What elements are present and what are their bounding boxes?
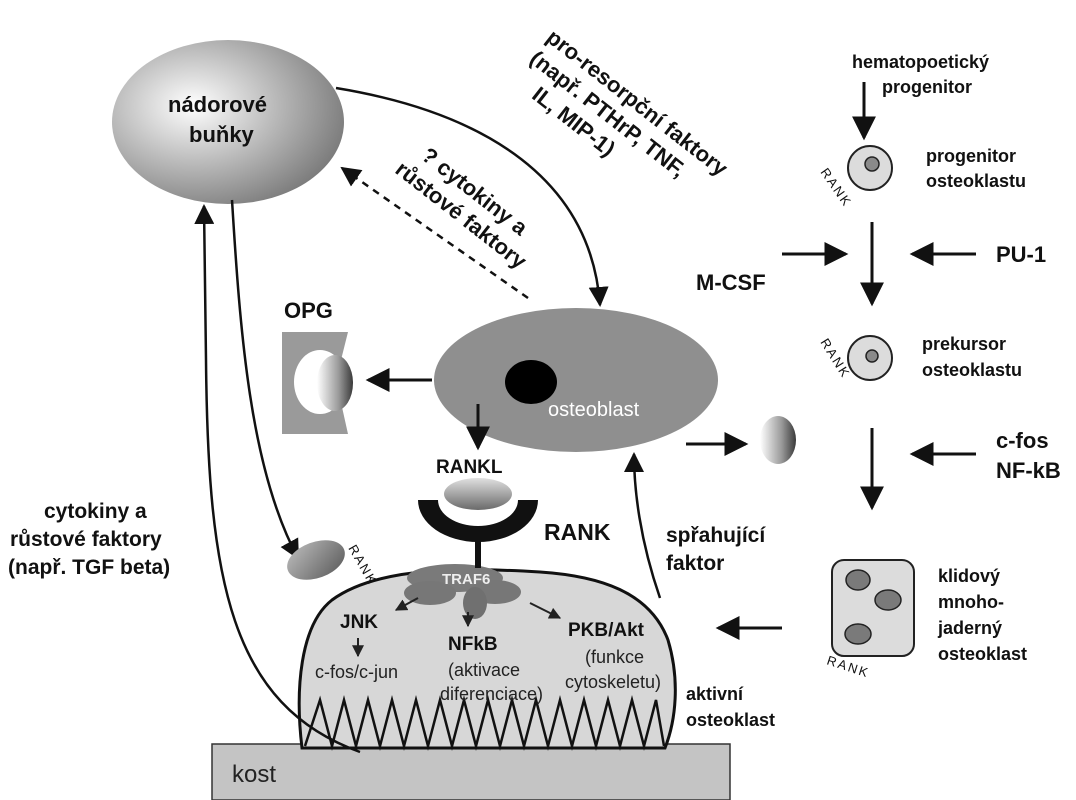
resting-osteoclast-1: klidový — [938, 566, 1000, 586]
resting-osteoclast-2: mnoho- — [938, 592, 1004, 612]
osteoclast-progenitor-2: osteoklastu — [926, 171, 1026, 191]
pkb-label: PKB/Akt — [568, 620, 645, 641]
resting-osteoclast-4: osteoklast — [938, 644, 1027, 664]
bone-label: kost — [232, 761, 276, 788]
arrow-traf6-jnk — [394, 597, 419, 611]
nfkb-label: NFkB — [448, 634, 498, 655]
free-rankl-right — [760, 416, 796, 464]
osteoclast-precursor-1: prekursor — [922, 334, 1006, 354]
pkb-sub-2: cytoskeletu) — [565, 672, 661, 692]
arrow-osteoclast-osteoblast — [624, 452, 662, 599]
arrow-tumor-osteoblast — [335, 86, 609, 307]
cytokines-left-1: cytokiny a — [44, 500, 147, 523]
resting-osteoclast-cell — [831, 559, 915, 657]
rank-left-label: RANK — [345, 542, 380, 588]
rank-receptor — [418, 500, 538, 542]
rankl-ligand — [444, 478, 512, 510]
pu1-label: PU-1 — [996, 242, 1046, 267]
hematopoietic-1: hematopoetický — [852, 52, 989, 72]
osteoclast-progenitor-1: progenitor — [926, 146, 1016, 166]
resting-nucleus-2 — [874, 589, 902, 611]
precursor-nucleus — [865, 349, 879, 363]
tumor-label-1: nádorové — [168, 92, 267, 117]
resting-nucleus-1 — [845, 569, 871, 591]
osteoblast-label: osteoblast — [548, 399, 640, 421]
arrow-traf6-pkb — [529, 602, 562, 619]
nfkb-right-label: NF-kB — [996, 458, 1061, 483]
fusion-factor-1: spřahující — [666, 524, 766, 547]
osteoblast-nucleus — [505, 360, 557, 404]
cfos-label: c-fos — [996, 428, 1049, 453]
bone-slab — [211, 743, 731, 800]
tumor-cells — [112, 40, 344, 204]
tumor-label-2: buňky — [189, 122, 255, 147]
traf6-blob-4 — [463, 587, 487, 619]
cytokines-left-2: růstové faktory — [10, 528, 162, 551]
active-osteoclast-1: aktivní — [686, 684, 744, 704]
pro-resorption-text: pro-resorpční faktory (např. PTHrP, TNF,… — [525, 24, 733, 182]
active-osteoclast-2: osteoklast — [686, 710, 775, 730]
resting-osteoclast-3: jaderný — [937, 618, 1002, 638]
arrow-osteoclast-tumor — [194, 204, 361, 754]
rank-big-label: RANK — [544, 519, 611, 545]
opg-label: OPG — [284, 298, 333, 323]
mcsf-label: M-CSF — [696, 270, 766, 295]
rank-ellipse-left — [287, 540, 345, 580]
traf6-label: TRAF6 — [442, 571, 490, 588]
resting-nucleus-3 — [844, 623, 872, 645]
hematopoietic-2: progenitor — [882, 77, 972, 97]
arrow-tumor-rank — [230, 199, 300, 560]
cytokines-left-3: (např. TGF beta) — [8, 556, 170, 579]
cfos-cjun-label: c-fos/c-jun — [315, 662, 398, 682]
jnk-label: JNK — [340, 612, 378, 633]
osteoblast-cell — [434, 308, 718, 452]
cytokines-growth-text: ? cytokiny a růstové faktory — [391, 142, 533, 274]
rankl-label: RANKL — [436, 457, 503, 478]
osteoclast-precursor-2: osteoklastu — [922, 360, 1022, 380]
nfkb-sub-1: (aktivace — [448, 660, 520, 680]
pkb-sub-1: (funkce — [585, 647, 644, 667]
opg-rankl — [317, 355, 353, 411]
progenitor-nucleus — [864, 156, 880, 172]
ruffled-border — [303, 695, 666, 751]
fusion-factor-2: faktor — [666, 552, 724, 575]
nfkb-sub-2: diferenciace) — [440, 684, 543, 704]
